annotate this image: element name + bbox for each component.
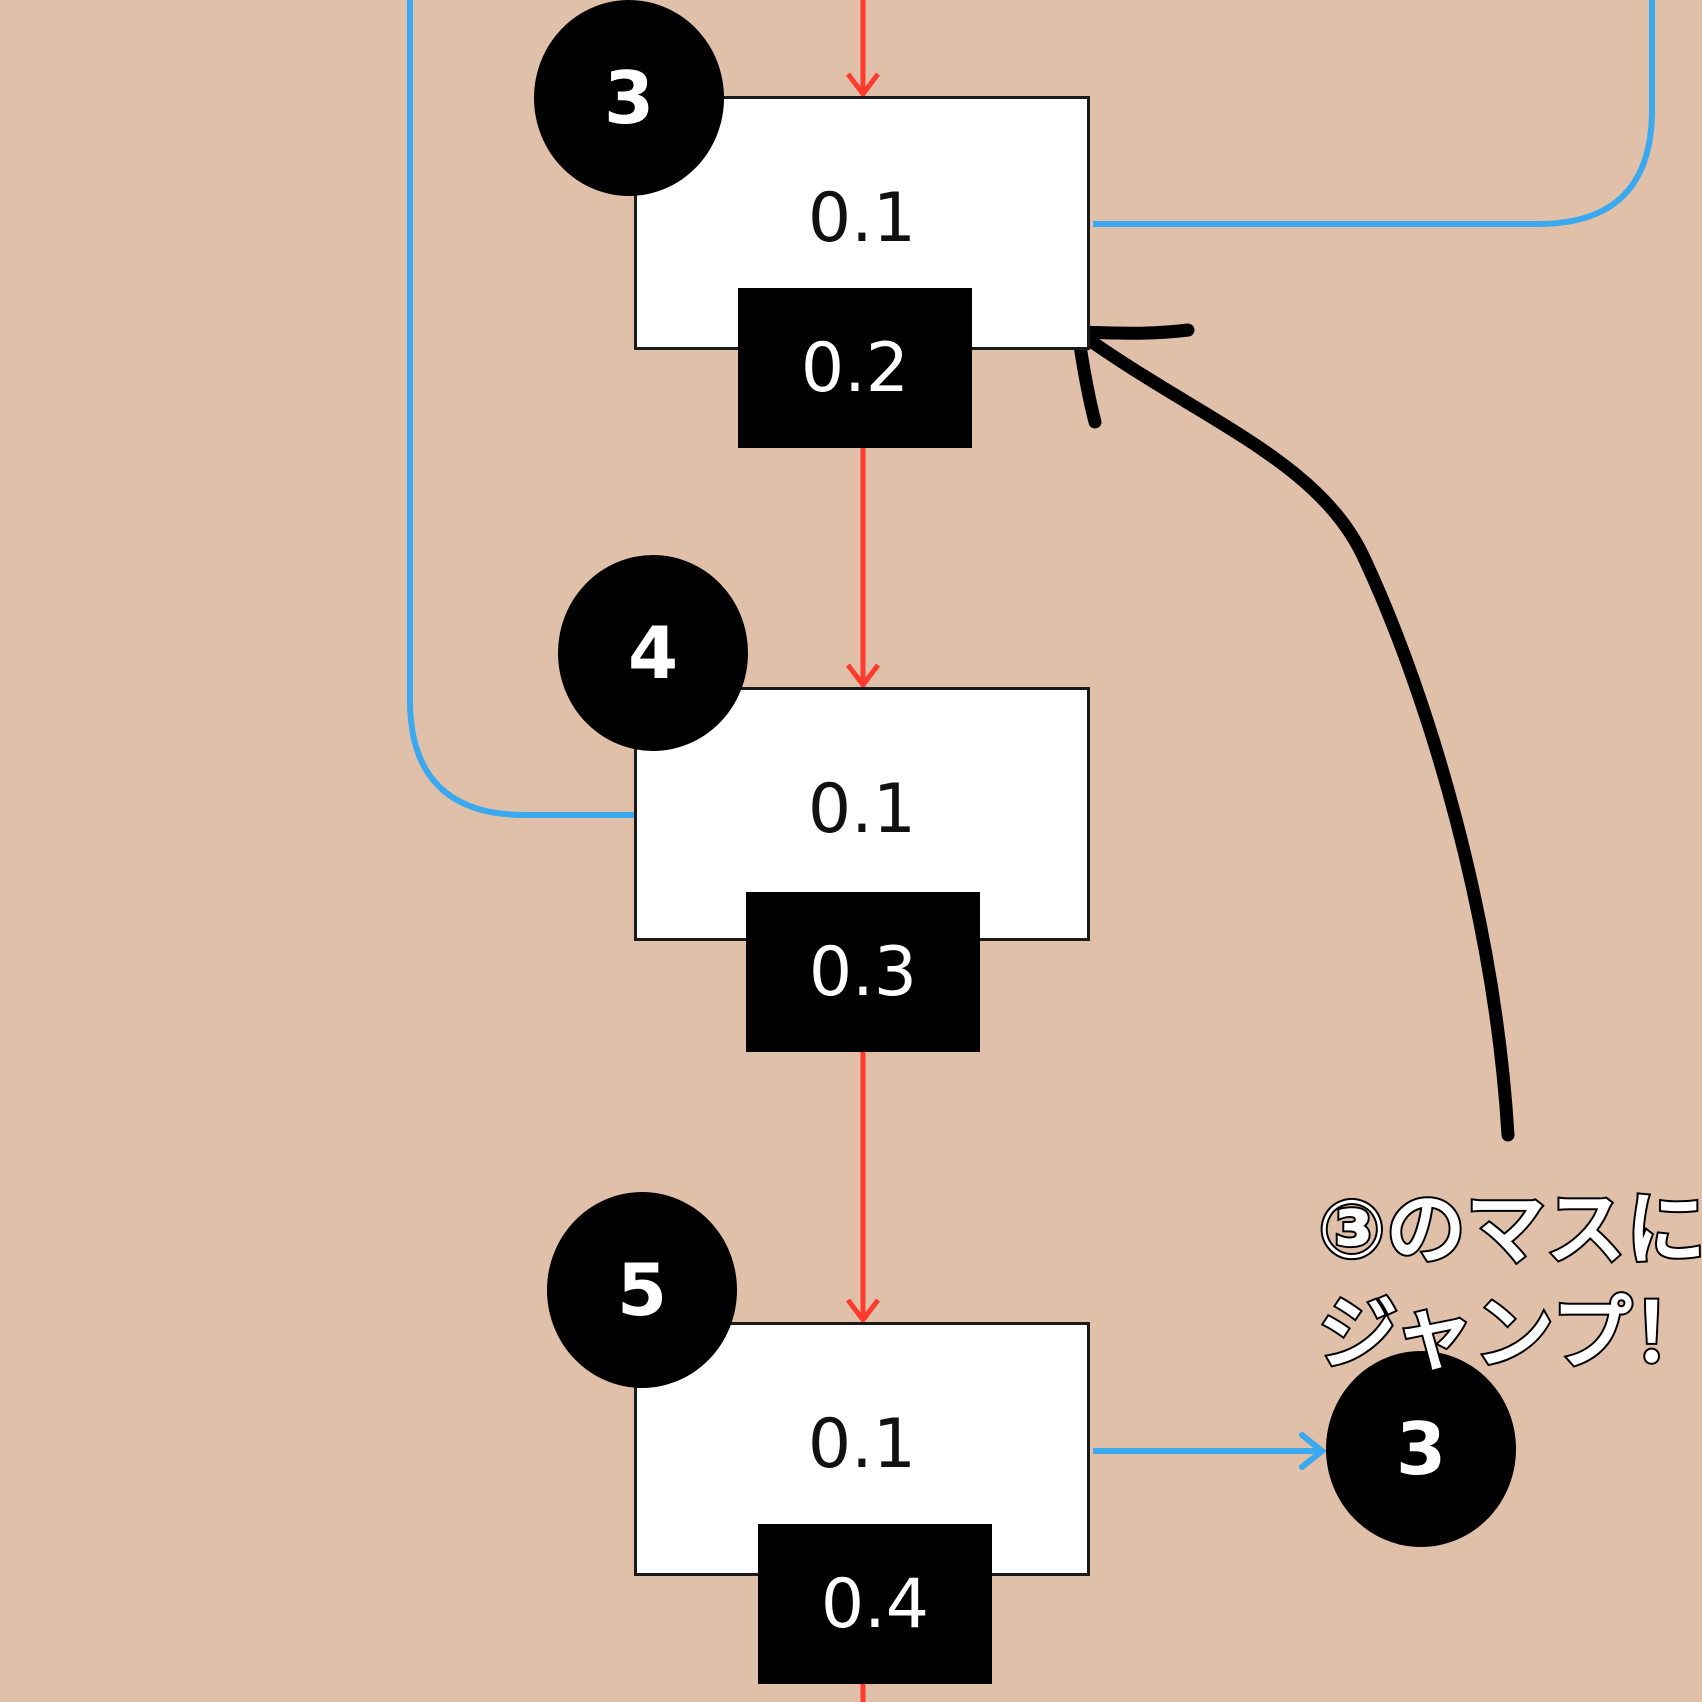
annotation-outline-line-2: ジャンプ！ — [1316, 1285, 1702, 1382]
node-badge-2: 4 — [558, 555, 748, 751]
flow-arrows — [846, 0, 880, 1702]
node-badge-1: 3 — [534, 0, 724, 196]
annotation-outline: ③のマスに ジャンプ！ — [1316, 1178, 1702, 1386]
flow-arrowhead-2 — [846, 663, 880, 690]
node-value-1: 0.1 — [807, 179, 917, 258]
jump-arrowhead — [1299, 1432, 1327, 1470]
node-badge-3: 5 — [547, 1192, 737, 1388]
jump-target-badge: 3 — [1326, 1351, 1516, 1547]
annotation-outline-line-1: ③のマスに — [1316, 1181, 1702, 1278]
node-tag-1: 0.2 — [738, 288, 972, 448]
flow-arrowhead-3 — [846, 1298, 880, 1325]
flow-arrowhead-1 — [846, 72, 880, 99]
jump-line-right — [1093, 0, 1655, 227]
node-tag-3: 0.4 — [758, 1524, 992, 1684]
node-value-2: 0.1 — [807, 770, 917, 849]
annotation-text: ③のマスに ジャンプ！ — [1318, 1178, 1702, 1386]
node-tag-2: 0.3 — [746, 892, 980, 1052]
node-value-3: 0.1 — [807, 1405, 917, 1484]
annotation-line-1: ③のマスに — [1318, 1183, 1702, 1276]
annotation-line-2: ジャンプ！ — [1318, 1287, 1702, 1380]
hand-drawn-arrow — [1071, 325, 1515, 1142]
jump-line-left — [407, 0, 634, 818]
